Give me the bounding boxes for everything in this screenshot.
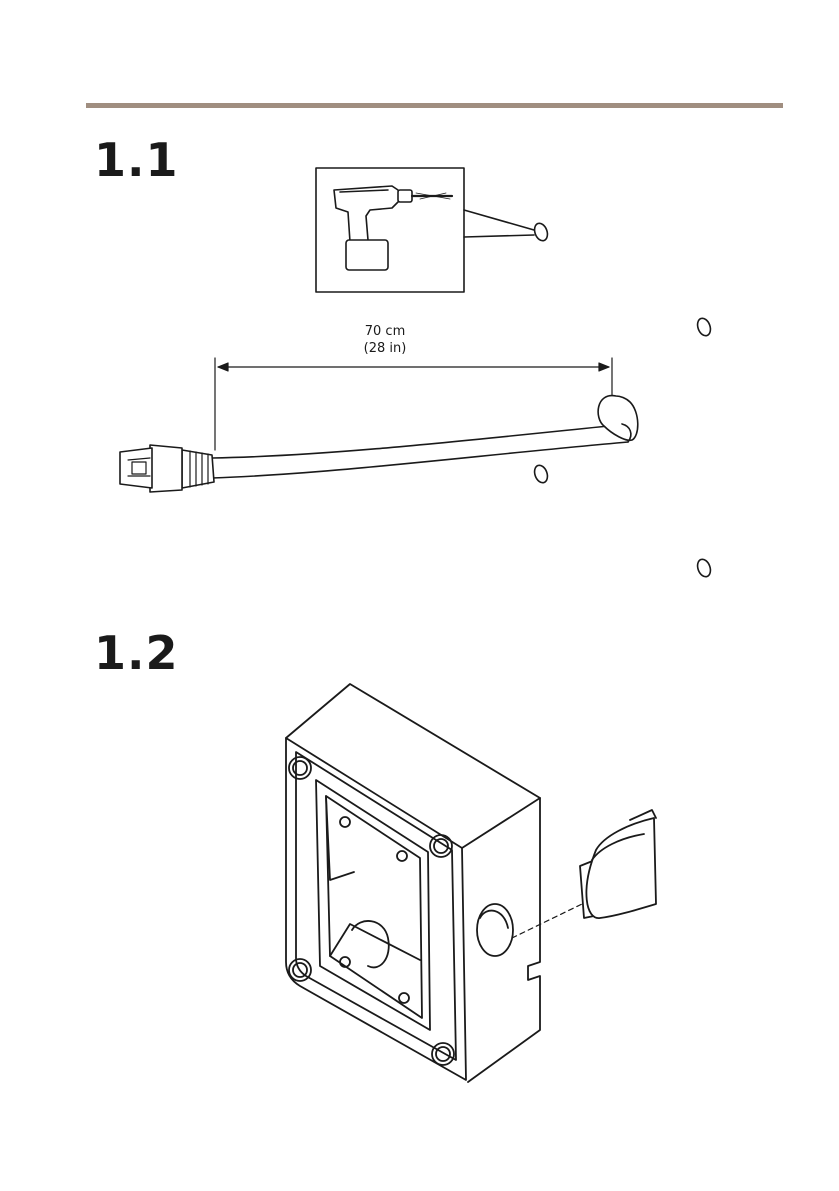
callout-circle-icon — [695, 557, 712, 578]
drill-icon — [316, 168, 534, 292]
cable-plug-icon — [580, 810, 656, 918]
measure-metric: 70 cm — [330, 323, 440, 340]
network-cable — [120, 396, 638, 492]
back-box-illustration — [0, 660, 839, 1120]
measure-imperial: (28 in) — [330, 340, 440, 357]
dimension-line — [215, 358, 612, 450]
callout-circle-icon — [532, 463, 549, 484]
dimension-label: 70 cm (28 in) — [330, 323, 440, 357]
wall-hole-icon — [532, 221, 549, 242]
callout-circle-icon — [695, 316, 712, 337]
drill-and-cable-illustration — [0, 0, 839, 620]
